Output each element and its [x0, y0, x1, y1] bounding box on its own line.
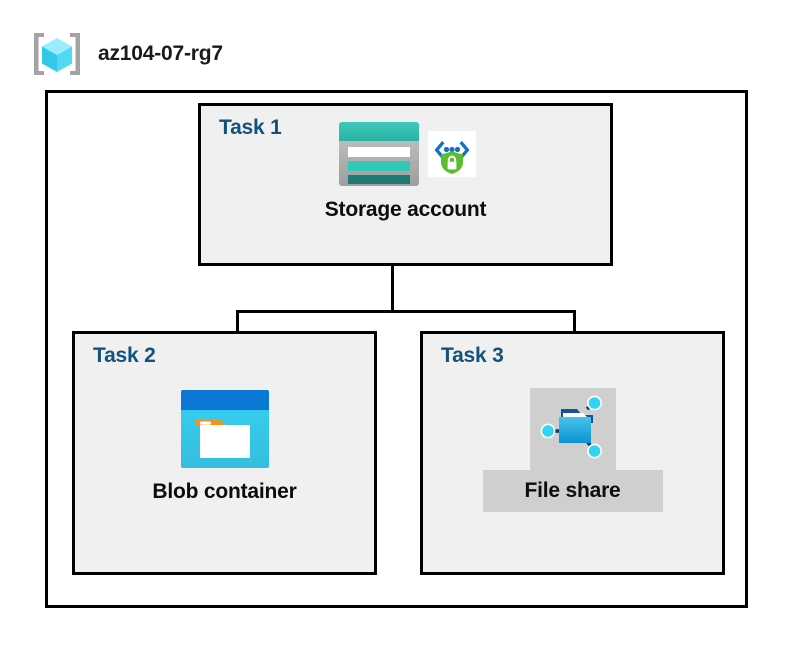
resource-group-header: az104-07-rg7: [30, 26, 330, 82]
resource-group-cube-icon: [30, 29, 84, 79]
task-2-label: Task 2: [93, 344, 156, 367]
node-file-share: File share: [420, 388, 725, 512]
connector-horizontal-bus: [236, 310, 576, 313]
file-share-icon: [537, 393, 609, 465]
blob-container-caption: Blob container: [152, 480, 297, 503]
storage-account-caption: Storage account: [324, 198, 487, 221]
resource-group-name: az104-07-rg7: [98, 42, 223, 65]
connector-storage-trunk: [391, 266, 394, 312]
blob-container-icon: [180, 390, 269, 468]
storage-account-icon-row: [336, 118, 476, 190]
storage-account-icon: [336, 119, 422, 189]
file-share-icon-plate: [529, 388, 616, 470]
task-1-label: Task 1: [219, 116, 282, 139]
node-blob-container: Blob container: [72, 390, 377, 504]
file-share-caption: File share: [524, 479, 621, 502]
file-share-caption-plate: File share: [482, 470, 663, 512]
task-3-label: Task 3: [441, 344, 504, 367]
shield-lock-secure-transfer-icon: [427, 131, 476, 177]
node-storage-account: Storage account: [198, 118, 613, 222]
